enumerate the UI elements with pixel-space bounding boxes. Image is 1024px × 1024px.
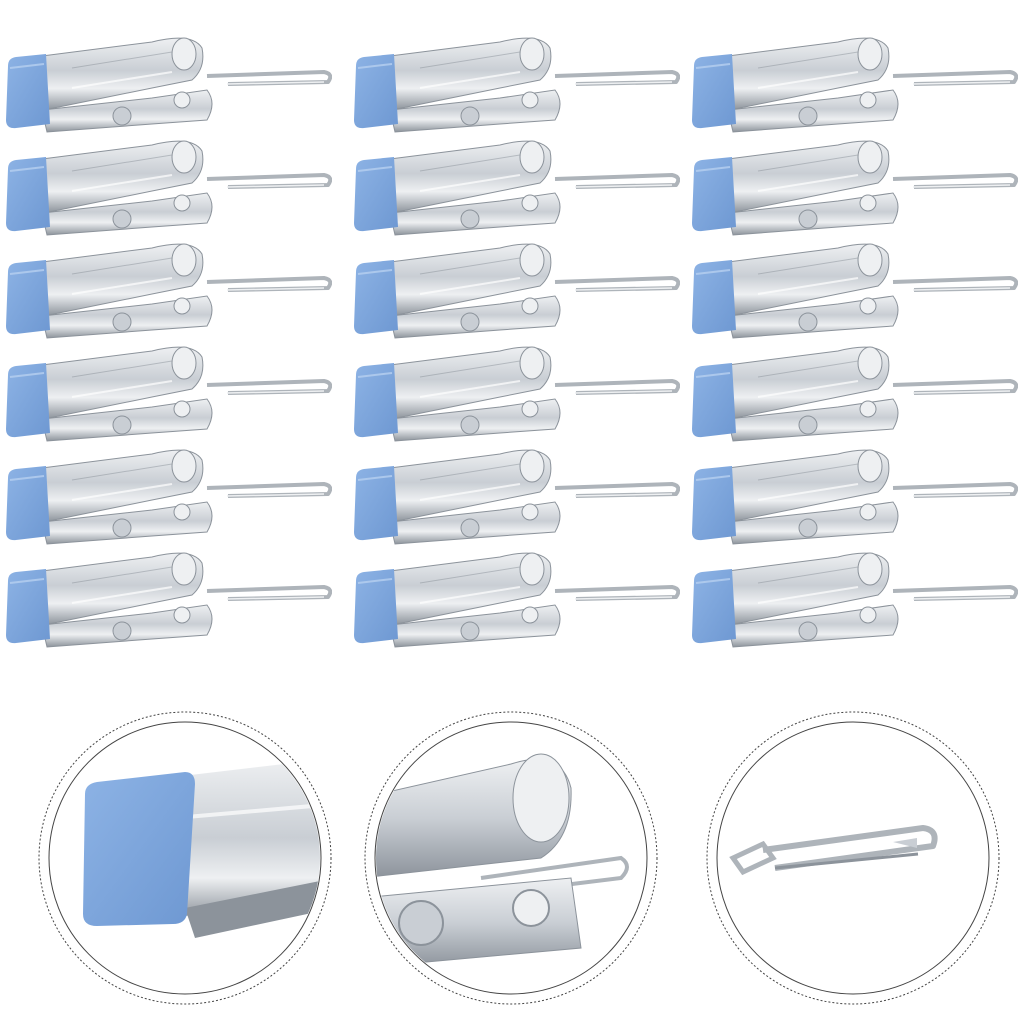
detail-swivel-hook [703, 708, 1003, 1008]
clip-4 [2, 131, 332, 236]
clip-5 [350, 131, 680, 236]
detail-blue-cap [35, 708, 335, 1008]
clip-16 [2, 543, 332, 648]
clip-6 [688, 131, 1018, 236]
clip-14 [350, 440, 680, 545]
clip-2 [350, 28, 680, 133]
clip-7 [2, 234, 332, 339]
detail-spring-hinge [361, 708, 661, 1008]
clip-11 [350, 337, 680, 442]
clip-17 [350, 543, 680, 648]
clip-3 [688, 28, 1018, 133]
clip-15 [688, 440, 1018, 545]
clip-13 [2, 440, 332, 545]
clip-9 [688, 234, 1018, 339]
clip-10 [2, 337, 332, 442]
clip-8 [350, 234, 680, 339]
clip-18 [688, 543, 1018, 648]
clip-12 [688, 337, 1018, 442]
clip-1 [2, 28, 332, 133]
